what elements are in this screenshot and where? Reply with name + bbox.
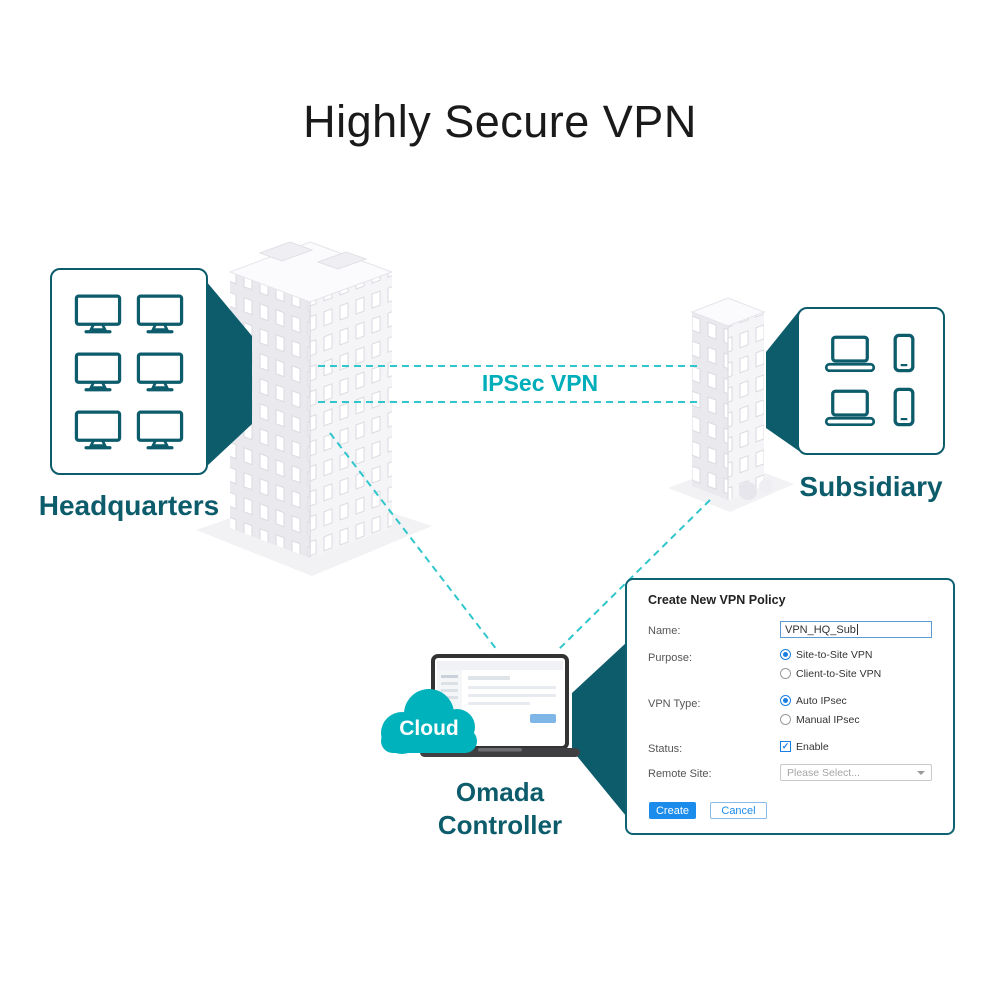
vpn-name-value: VPN_HQ_Sub — [785, 623, 856, 636]
checkbox-checked-icon — [780, 741, 791, 752]
radio-unselected-icon — [780, 668, 791, 679]
monitor-icon — [74, 352, 122, 392]
radio-selected-icon — [780, 695, 791, 706]
status-enable-label: Enable — [796, 740, 829, 753]
headquarters-label: Headquarters — [38, 490, 220, 521]
radio-selected-icon — [780, 649, 791, 660]
subsidiary-devices — [824, 333, 915, 427]
panel-title: Create New VPN Policy — [648, 593, 786, 607]
subsidiary-connector — [766, 311, 799, 451]
status-enable-option[interactable]: Enable — [780, 740, 829, 753]
vpn-policy-panel: Create New VPN Policy Name: VPN_HQ_Sub P… — [625, 578, 955, 835]
laptop-icon — [824, 335, 876, 373]
radio-unselected-icon — [780, 714, 791, 725]
cloud-icon — [381, 689, 477, 754]
form-connector — [572, 630, 640, 833]
chevron-down-icon — [917, 770, 925, 775]
monitor-icon — [136, 294, 184, 334]
radio-client-to-site-label: Client-to-Site VPN — [796, 667, 882, 680]
ipsec-vpn-label: IPSec VPN — [481, 370, 599, 396]
cloud-label: Cloud — [399, 717, 459, 740]
name-field-label: Name: — [648, 625, 681, 637]
remote-site-field-label: Remote Site: — [648, 768, 712, 780]
radio-site-to-site[interactable]: Site-to-Site VPN — [780, 648, 872, 661]
smartphone-icon — [893, 333, 915, 373]
monitor-icon — [136, 352, 184, 392]
monitor-icon — [136, 410, 184, 450]
text-caret — [856, 624, 858, 635]
controller-label: Omada Controller — [437, 777, 563, 840]
monitor-icon — [74, 294, 122, 334]
purpose-field-label: Purpose: — [648, 652, 693, 664]
vpn-type-field-label: VPN Type: — [648, 698, 701, 710]
radio-site-to-site-label: Site-to-Site VPN — [796, 648, 873, 661]
status-field-label: Status: — [648, 743, 683, 755]
subsidiary-building — [668, 297, 794, 512]
headquarters-devices — [74, 294, 184, 450]
subsidiary-label: Subsidiary — [799, 471, 943, 502]
headquarters-box — [50, 268, 208, 475]
page-title: Highly Secure VPN — [303, 96, 697, 147]
remote-site-placeholder: Please Select... — [787, 766, 860, 779]
monitor-icon — [74, 410, 122, 450]
cancel-button[interactable]: Cancel — [710, 802, 767, 819]
radio-manual-ipsec[interactable]: Manual IPsec — [780, 713, 860, 726]
create-button[interactable]: Create — [649, 802, 696, 819]
laptop-icon — [824, 389, 876, 427]
remote-site-select[interactable]: Please Select... — [780, 764, 932, 781]
headquarters-connector — [206, 281, 252, 467]
vpn-tunnel-lines — [318, 365, 711, 651]
vpn-name-input[interactable]: VPN_HQ_Sub — [780, 621, 932, 638]
radio-auto-ipsec[interactable]: Auto IPsec — [780, 694, 847, 707]
subsidiary-box — [797, 307, 945, 455]
radio-client-to-site[interactable]: Client-to-Site VPN — [780, 667, 881, 680]
radio-manual-ipsec-label: Manual IPsec — [796, 713, 860, 726]
smartphone-icon — [893, 387, 915, 427]
radio-auto-ipsec-label: Auto IPsec — [796, 694, 847, 707]
